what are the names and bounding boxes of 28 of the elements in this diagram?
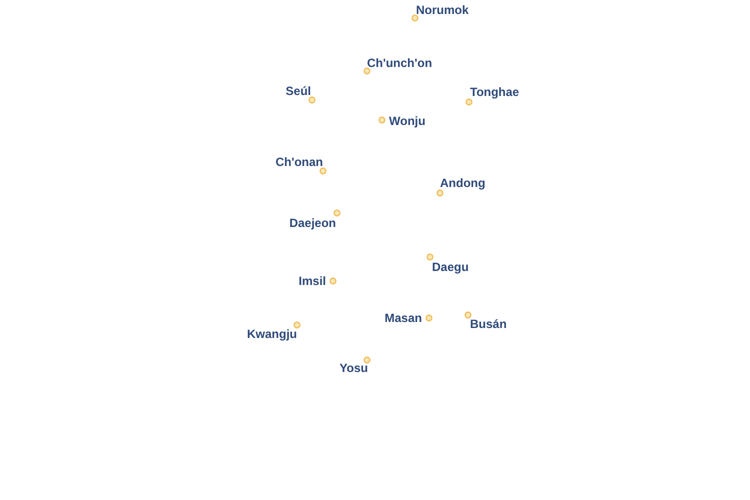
- city-dot: [293, 321, 301, 329]
- city-label: Kwangju: [247, 327, 297, 341]
- city-dot: [465, 98, 473, 106]
- city-label: Yosu: [340, 361, 368, 375]
- city-label: Wonju: [389, 114, 426, 128]
- city-label: Tonghae: [470, 85, 520, 99]
- city-label: Imsil: [298, 274, 326, 288]
- city-dot: [363, 67, 371, 75]
- city-dot: [411, 14, 419, 22]
- city-dot: [425, 314, 433, 322]
- city-dot: [378, 116, 386, 124]
- city-label: Andong: [440, 176, 486, 190]
- city-label: Masan: [384, 311, 422, 325]
- city-dot: [308, 96, 316, 104]
- city-label: Busán: [470, 317, 507, 331]
- city-dot: [329, 277, 337, 285]
- city-label: Seúl: [286, 84, 311, 98]
- city-dot: [319, 167, 327, 175]
- city-dot: [426, 253, 434, 261]
- city-dot: [333, 209, 341, 217]
- city-dot: [436, 189, 444, 197]
- city-dot: [464, 311, 472, 319]
- city-label: Norumok: [416, 3, 469, 17]
- city-label: Daegu: [432, 260, 469, 274]
- city-label: Ch'onan: [275, 155, 323, 169]
- city-dot: [363, 356, 371, 364]
- city-label: Ch'unch'on: [367, 56, 432, 70]
- city-label: Daejeon: [289, 216, 336, 230]
